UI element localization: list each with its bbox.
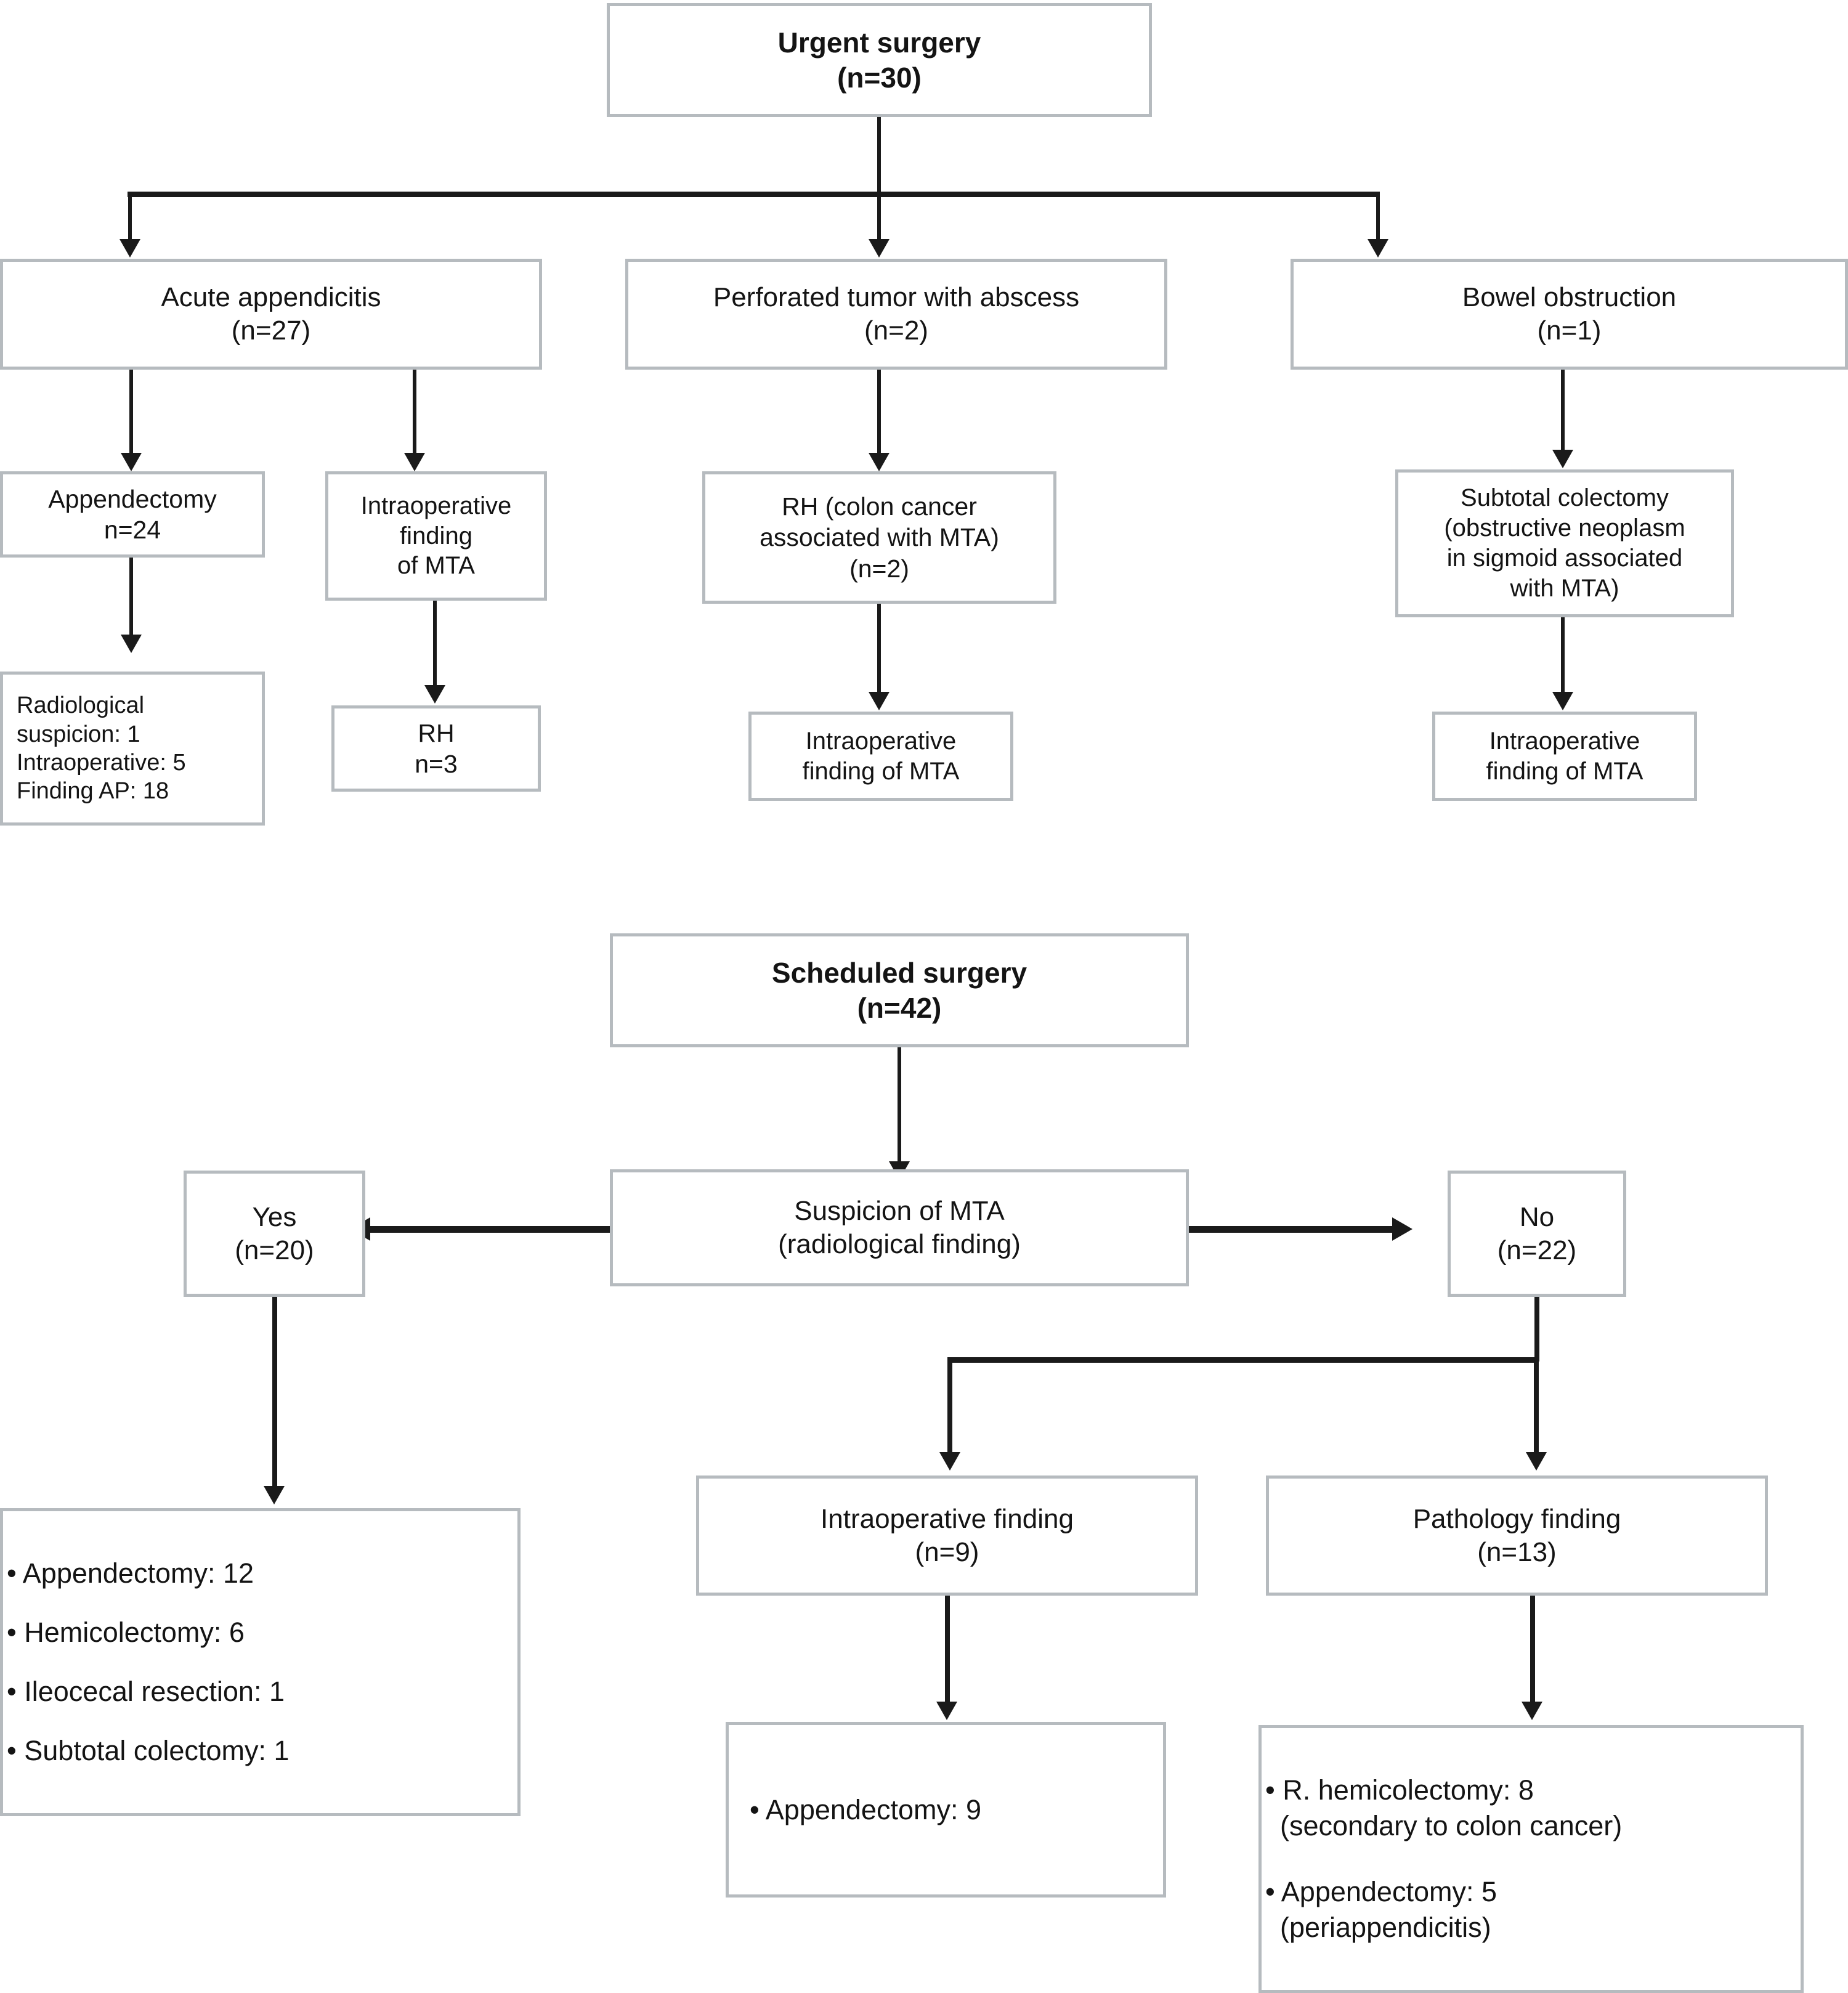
connector-yes-to-procedures: [272, 1297, 277, 1491]
arrow-to-no: [1392, 1217, 1412, 1241]
node-no-label: No (n=22): [1497, 1201, 1577, 1265]
connector-urgent-drop-right: [1376, 192, 1380, 242]
list-item: • Appendectomy: 5 (periappendicitis): [1265, 1875, 1497, 1944]
node-intraoperative-finding: Intraoperative finding (n=9): [696, 1475, 1198, 1596]
arrow-to-intraop-finding-1: [404, 453, 425, 471]
connector-no-drop-right: [1534, 1357, 1539, 1456]
arrow-to-intraoperative-finding: [939, 1452, 960, 1471]
node-subtotal-colectomy-label: Subtotal colectomy (obstructive neoplasm…: [1444, 484, 1685, 602]
arrow-to-subtotal-colectomy: [1552, 450, 1573, 468]
connector-no-drop-left: [947, 1357, 952, 1456]
arrow-to-intraop-finding-3: [1552, 692, 1573, 710]
node-rh-n3: RH n=3: [331, 705, 541, 792]
node-suspicion-mta-label: Suspicion of MTA (radiological finding): [778, 1196, 1021, 1259]
node-pathology-finding: Pathology finding (n=13): [1266, 1475, 1768, 1596]
node-bowel-obstruction: Bowel obstruction (n=1): [1291, 259, 1848, 370]
node-yes: Yes (n=20): [184, 1171, 365, 1297]
connector-rhcolon-to-intraop2: [877, 604, 881, 696]
arrow-to-acute-appendicitis: [120, 239, 140, 258]
arrow-to-pathology-procedures: [1522, 1702, 1542, 1720]
node-intraoperative-finding-mta-1: Intraoperative finding of MTA: [325, 471, 547, 601]
connector-suspicion-to-yes: [370, 1226, 613, 1233]
node-intraoperative-finding-mta-2: Intraoperative finding of MTA: [748, 712, 1013, 801]
connector-bowel-to-subtotal: [1561, 370, 1565, 456]
connector-urgent-trunk: [877, 117, 881, 195]
node-intraoperative-finding-mta-2-label: Intraoperative finding of MTA: [802, 727, 960, 785]
arrow-to-bowel-obstruction: [1368, 239, 1388, 258]
node-yes-label: Yes (n=20): [235, 1201, 314, 1265]
arrow-to-intraop-finding-2: [869, 692, 890, 710]
node-no: No (n=22): [1448, 1171, 1626, 1297]
node-rh-colon-cancer: RH (colon cancer associated with MTA) (n…: [702, 471, 1056, 604]
node-scheduled-surgery-label: Scheduled surgery (n=42): [771, 957, 1027, 1024]
list-item: • R. hemicolectomy: 8 (secondary to colo…: [1265, 1774, 1623, 1842]
list-item: • Appendectomy: 9: [750, 1793, 981, 1825]
connector-subtotal-to-intraop3: [1561, 617, 1565, 696]
node-bowel-obstruction-label: Bowel obstruction (n=1): [1462, 282, 1677, 346]
node-urgent-surgery-label: Urgent surgery (n=30): [777, 26, 981, 94]
node-appendectomy-detail-label: Radiological suspicion: 1 Intraoperative…: [17, 692, 186, 805]
node-acute-appendicitis-label: Acute appendicitis (n=27): [161, 282, 381, 346]
node-intraoperative-finding-label: Intraoperative finding (n=9): [821, 1503, 1074, 1567]
node-intraoperative-finding-mta-1-label: Intraoperative finding of MTA: [360, 492, 512, 580]
node-pathology-finding-label: Pathology finding (n=13): [1412, 1503, 1621, 1567]
arrow-to-intraoperative-procedures: [936, 1702, 957, 1720]
connector-intraop1-to-rh3: [433, 601, 437, 690]
connector-intraop-to-list: [945, 1596, 950, 1710]
arrow-to-rh-n3: [424, 685, 445, 704]
node-perforated-tumor-label: Perforated tumor with abscess (n=2): [713, 282, 1080, 346]
arrow-to-appendectomy-detail: [121, 635, 142, 653]
connector-suspicion-to-no: [1186, 1226, 1395, 1233]
connector-pathology-to-list: [1530, 1596, 1535, 1710]
node-appendectomy: Appendectomy n=24: [0, 471, 265, 558]
node-intraoperative-finding-mta-3-label: Intraoperative finding of MTA: [1486, 727, 1643, 785]
connector-scheduled-to-suspicion: [898, 1047, 901, 1164]
connector-urgent-drop-mid: [877, 192, 881, 242]
node-appendectomy-label: Appendectomy n=24: [48, 484, 217, 544]
list-item: • Subtotal colectomy: 1: [7, 1735, 290, 1766]
arrow-to-pathology-finding: [1526, 1452, 1547, 1471]
connector-perforated-to-rhcolon: [877, 370, 881, 456]
connector-urgent-bus: [128, 192, 1380, 197]
node-pathology-procedures: • R. hemicolectomy: 8 (secondary to colo…: [1258, 1725, 1804, 1993]
node-rh-n3-label: RH n=3: [415, 718, 458, 778]
connector-appendectomy-to-detail: [129, 558, 133, 638]
node-urgent-surgery: Urgent surgery (n=30): [607, 3, 1152, 117]
connector-appendicitis-to-intraop1: [413, 370, 416, 456]
connector-appendicitis-to-appendectomy: [129, 370, 133, 456]
connector-no-down: [1534, 1297, 1539, 1362]
node-scheduled-surgery: Scheduled surgery (n=42): [610, 933, 1189, 1047]
arrow-to-rh-colon-cancer: [869, 453, 890, 471]
list-item: • Hemicolectomy: 6: [7, 1617, 245, 1648]
node-intraoperative-finding-mta-3: Intraoperative finding of MTA: [1432, 712, 1697, 801]
list-item: • Ileocecal resection: 1: [7, 1676, 285, 1707]
node-intraoperative-procedures: • Appendectomy: 9: [726, 1722, 1166, 1898]
node-appendectomy-detail: Radiological suspicion: 1 Intraoperative…: [0, 672, 265, 826]
node-yes-procedures: • Appendectomy: 12 • Hemicolectomy: 6 • …: [0, 1508, 521, 1816]
node-rh-colon-cancer-label: RH (colon cancer associated with MTA) (n…: [760, 492, 999, 583]
arrow-to-yes-procedures: [264, 1486, 285, 1504]
arrow-to-appendectomy: [121, 453, 142, 471]
node-perforated-tumor: Perforated tumor with abscess (n=2): [625, 259, 1167, 370]
arrow-to-perforated-tumor: [869, 239, 890, 258]
node-acute-appendicitis: Acute appendicitis (n=27): [0, 259, 542, 370]
connector-urgent-drop-left: [128, 192, 132, 242]
node-suspicion-mta: Suspicion of MTA (radiological finding): [610, 1169, 1189, 1286]
node-subtotal-colectomy: Subtotal colectomy (obstructive neoplasm…: [1395, 469, 1734, 617]
connector-no-bus: [947, 1357, 1539, 1363]
list-item: • Appendectomy: 12: [7, 1557, 254, 1589]
